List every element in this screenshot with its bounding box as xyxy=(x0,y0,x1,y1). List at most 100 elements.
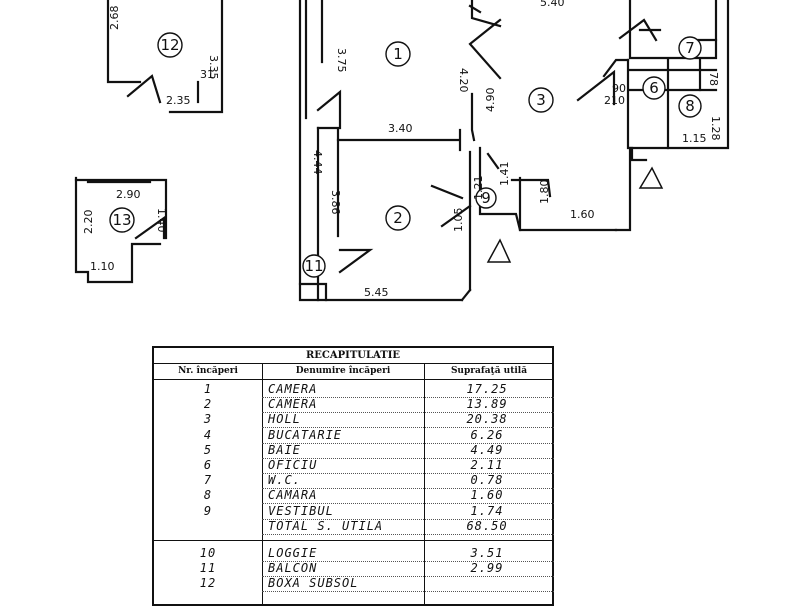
dim-label: 2.68 xyxy=(108,6,121,31)
floor-plan-drawing: 12 1 2 3 6 7 8 9 11 13 2.68 3.35 2.35 31… xyxy=(74,0,730,302)
area-cell: 2.11 xyxy=(470,458,504,472)
area-cell: 13.89 xyxy=(466,397,508,412)
dim-label: 3.75 xyxy=(335,48,348,73)
room-12-marker xyxy=(157,32,183,58)
room-name-cell: VESTIBUL xyxy=(268,503,334,518)
header-area: Suprafaţă utilă xyxy=(450,366,528,376)
table-row: 9 VESTIBUL 1.74 xyxy=(154,504,552,519)
table-row: 1 CAMERA 17.25 xyxy=(154,382,552,397)
dim-label: 5.45 xyxy=(364,286,389,299)
room-name-cell: LOGGIE xyxy=(268,546,318,560)
room-name-cell: BAIE xyxy=(268,442,301,457)
room-number-cell: 11 xyxy=(199,561,217,576)
room-2-number: 2 xyxy=(393,209,403,227)
table-row: TOTAL S. UTILA 68.50 xyxy=(154,519,552,534)
room-number-cell: 12 xyxy=(199,576,217,591)
room-number-cell: 5 xyxy=(203,442,213,457)
dim-label: 1.40 xyxy=(155,208,168,233)
header-room-number: Nr. încăperi xyxy=(178,366,238,376)
room-name-cell: CAMARA xyxy=(268,488,318,503)
recap-table: RECAPITULATIE Nr. încăperi Denumire încă… xyxy=(152,346,554,606)
apartment-walls xyxy=(298,0,464,302)
north-arrow-icon xyxy=(638,166,664,189)
room-name-cell: CAMERA xyxy=(268,382,318,396)
table-row: 7 W.C. 0.78 xyxy=(154,473,552,488)
room-13-walls xyxy=(74,176,162,284)
room-11-number: 11 xyxy=(304,257,323,275)
dim-label: 4.90 xyxy=(484,88,497,113)
dim-label: 4.44 xyxy=(311,150,324,175)
room-12-number: 12 xyxy=(160,36,179,54)
room-1-marker xyxy=(385,41,411,67)
area-cell: 0.78 xyxy=(470,473,504,488)
table-title: RECAPITULATIE xyxy=(306,350,400,361)
dim-label: 3.40 xyxy=(388,122,413,135)
room-1-number: 1 xyxy=(393,45,403,63)
room-number-cell: 2 xyxy=(203,397,213,412)
room-6-number: 6 xyxy=(649,79,659,97)
door-swing-1 xyxy=(468,18,502,80)
room-6-marker xyxy=(642,76,666,100)
table-row: 8 CAMARA 1.60 xyxy=(154,488,552,503)
room-name-cell: OFICIU xyxy=(268,458,318,472)
dim-label: 1.60 xyxy=(570,208,595,221)
area-cell xyxy=(424,576,550,591)
dim-label: 1.10 xyxy=(90,260,115,273)
room-7-marker xyxy=(678,36,702,60)
entrance-arrow-icon xyxy=(486,238,512,263)
room-8-number: 8 xyxy=(685,97,695,115)
room-number-cell: 9 xyxy=(203,503,213,518)
room-number-cell: 8 xyxy=(203,488,213,503)
room-8-marker xyxy=(678,94,702,118)
room-name-cell: CAMERA xyxy=(268,397,318,412)
room-3-marker xyxy=(528,87,554,113)
room-number-cell xyxy=(154,519,262,534)
room-13-marker xyxy=(109,207,135,233)
room-7-number: 7 xyxy=(685,39,695,57)
dim-label: 3.86 xyxy=(329,190,342,215)
room-number-cell: 7 xyxy=(203,473,213,488)
room-name-cell: W.C. xyxy=(268,473,301,488)
table-row: 5 BAIE 4.49 xyxy=(154,443,552,458)
room-number-cell: 3 xyxy=(203,412,213,427)
dim-label: 1.21 xyxy=(472,176,485,201)
room-number-cell: 4 xyxy=(203,427,213,442)
room-number-cell: 6 xyxy=(203,458,213,472)
dim-label: 4.20 xyxy=(457,68,470,93)
table-row: 6 OFICIU 2.11 xyxy=(154,458,552,473)
dim-label: 90 xyxy=(612,82,626,95)
room-number-cell: 1 xyxy=(203,382,213,396)
area-cell: 68.50 xyxy=(466,518,508,533)
room-name-cell: TOTAL S. UTILA xyxy=(268,518,384,533)
dim-label: 78 xyxy=(707,72,720,86)
dim-label: 1.80 xyxy=(538,180,551,205)
room-3-number: 3 xyxy=(536,91,546,109)
area-cell: 1.60 xyxy=(470,488,504,503)
room-9-number: 9 xyxy=(481,189,491,207)
dim-label: 5.40 xyxy=(540,0,565,9)
dim-label: 1.41 xyxy=(498,162,511,187)
header-room-name: Denumire încăperi xyxy=(295,366,391,376)
room-13-number: 13 xyxy=(112,211,131,229)
dim-label: 210 xyxy=(604,94,625,107)
area-cell: 1.74 xyxy=(470,503,504,518)
area-cell: 4.49 xyxy=(470,442,504,457)
dim-label: 1.28 xyxy=(709,116,722,141)
room-name-cell: HOLL xyxy=(268,412,301,427)
table-row: 2 CAMERA 13.89 xyxy=(154,397,552,412)
dim-label: 2.20 xyxy=(82,210,95,235)
room-12-walls xyxy=(106,0,142,84)
room-name-cell: BALCON xyxy=(268,561,318,576)
dim-label: 3.35 xyxy=(207,55,220,80)
room-name-cell: BOXA SUBSOL xyxy=(268,576,359,591)
room-number-cell: 10 xyxy=(199,546,217,560)
room-name-cell: BUCATARIE xyxy=(268,427,343,442)
area-cell: 17.25 xyxy=(466,382,508,396)
dim-label: 2.90 xyxy=(116,188,141,201)
dim-label: 1.15 xyxy=(682,132,707,145)
dim-label: 1.05 xyxy=(452,208,465,233)
dim-label: 31 xyxy=(200,68,214,81)
